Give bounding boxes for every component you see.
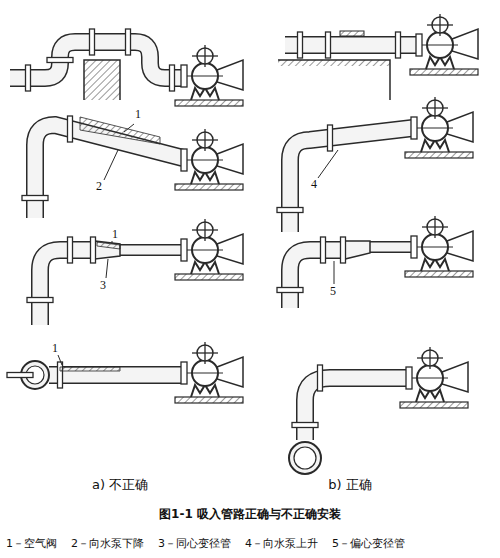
pipe-flange: [328, 125, 333, 151]
key-item: 3－同心变径管: [158, 538, 231, 550]
air-pocket: [60, 367, 120, 371]
pipe-bore-section: [294, 447, 316, 469]
pipe-flange: [68, 237, 73, 263]
pipe-bore: [49, 368, 183, 383]
pipe-flange: [91, 237, 96, 263]
ground-hatch: [278, 60, 390, 66]
pipe-flange: [318, 365, 323, 391]
ground-hatch: [84, 60, 120, 100]
pipe-flange: [90, 29, 95, 55]
air-pocket: [97, 242, 120, 249]
pipe-flange: [326, 32, 331, 58]
leader-line: [112, 241, 113, 244]
pump-symbol: [175, 45, 243, 106]
callout-number: 4: [311, 178, 317, 191]
callout-number: 3: [100, 279, 106, 292]
key-item: 4－向水泵上升: [245, 538, 318, 550]
leader-line: [106, 259, 108, 278]
leader-line: [334, 261, 335, 284]
callout-number: 1: [135, 108, 141, 121]
callout-number: 1: [112, 228, 118, 241]
pipe-support: [340, 31, 364, 36]
pipe-outline: [35, 125, 183, 218]
pump-symbol: [405, 216, 473, 277]
pipe-flange: [298, 32, 303, 58]
pipe-flange: [68, 116, 73, 142]
pipe-bore: [370, 243, 413, 252]
pipe-section: [289, 442, 321, 474]
key-item: 1－空气阀: [6, 538, 57, 550]
ground-line: [84, 60, 120, 100]
pump-symbol: [410, 14, 478, 75]
pipe-bore: [35, 125, 183, 218]
leader-line: [124, 124, 134, 132]
pipe-outline: [290, 250, 345, 308]
callout-number: 5: [330, 285, 336, 298]
leader-line: [58, 355, 62, 365]
pipe-flange: [277, 208, 303, 213]
callout-number: 2: [96, 180, 102, 193]
key-item: 2－向水泵下降: [71, 538, 144, 550]
leader-line: [104, 150, 118, 180]
callout-number: 1: [52, 342, 58, 355]
subfigure-label: a) 不正确: [92, 478, 148, 492]
pipe-flange: [170, 65, 175, 91]
pipe-flange: [277, 288, 303, 293]
pipe-flange: [58, 362, 63, 388]
pipes: [10, 42, 418, 440]
subfigure-label: b) 正确: [328, 478, 371, 492]
pipe-outline: [49, 366, 183, 384]
pump-symbol: [400, 347, 468, 408]
pump-symbol: [175, 219, 243, 280]
ground-line: [278, 60, 390, 100]
air-pocket: [80, 117, 160, 144]
pipe-flange: [26, 65, 31, 91]
pipe-flange: [321, 237, 326, 263]
pump-symbol: [175, 342, 243, 403]
pipe-flange: [27, 298, 53, 303]
pipe-bore: [290, 128, 413, 232]
pipe-bore: [120, 246, 183, 255]
leader-line: [318, 150, 338, 178]
pipe-flange: [7, 373, 33, 378]
concentric-reducer: [95, 241, 120, 259]
pipe-bore: [290, 250, 345, 308]
pipe-outline: [290, 128, 413, 232]
pipe-outline: [370, 241, 413, 253]
figure-caption: 图1-1 吸入管路正确与不正确安装: [159, 508, 341, 521]
pipe-flange: [341, 237, 346, 263]
pipe-flange: [292, 423, 318, 428]
pump-symbol: [405, 97, 473, 158]
pipe-outline: [120, 244, 183, 256]
pipe-flange: [47, 58, 73, 63]
eccentric-reducer: [345, 241, 370, 259]
pipe-flange: [22, 196, 48, 201]
key-item: 5－偏心变径管: [332, 538, 405, 550]
pipe-flange: [396, 32, 401, 58]
pipe-flange: [126, 29, 131, 55]
pump-symbol: [175, 129, 243, 190]
